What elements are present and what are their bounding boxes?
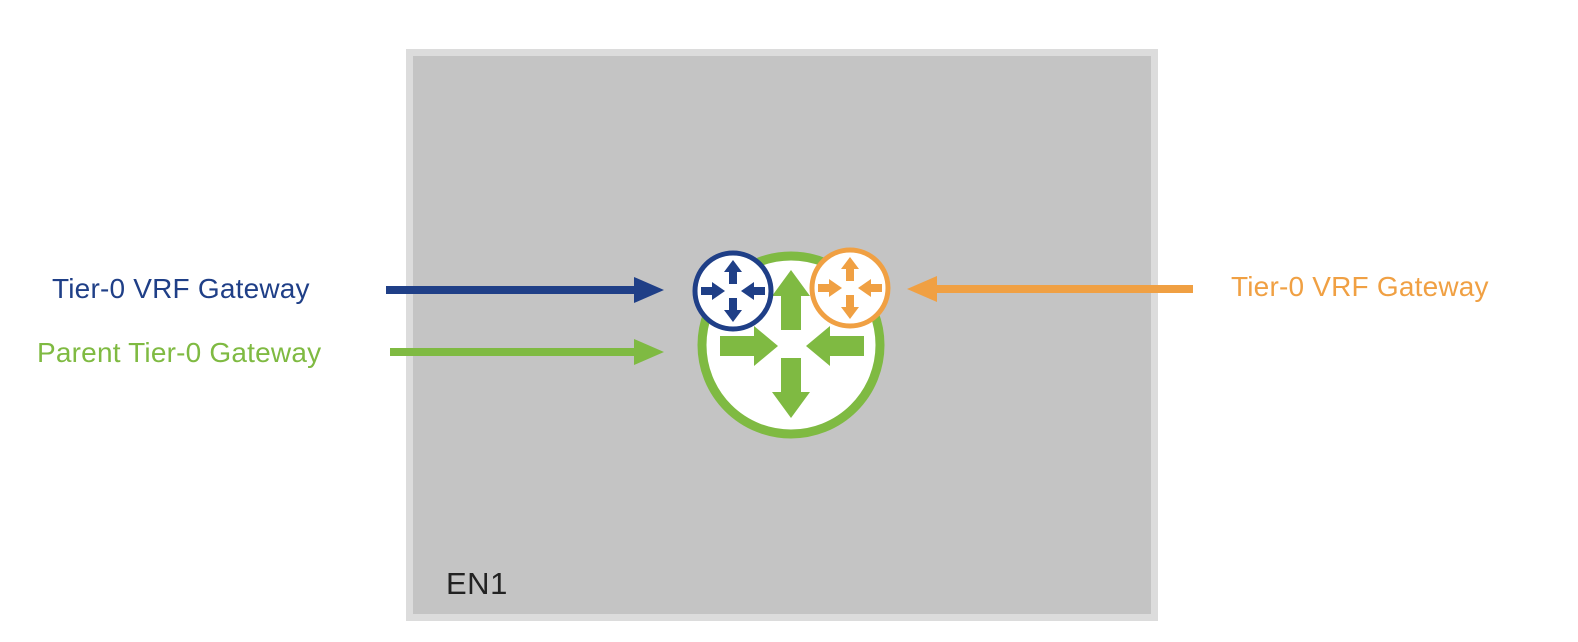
blue-arrow xyxy=(386,277,664,303)
tier0-vrf-gateway-blue-label: Tier-0 VRF Gateway xyxy=(52,273,310,304)
green-arrow xyxy=(390,339,664,365)
edge-node-label: EN1 xyxy=(446,566,508,601)
orange-vrf-router-icon xyxy=(809,247,891,329)
parent-tier0-gateway-label: Parent Tier-0 Gateway xyxy=(37,337,322,368)
tier0-vrf-gateway-orange-label: Tier-0 VRF Gateway xyxy=(1231,271,1489,302)
blue-vrf-router-icon xyxy=(692,250,774,332)
orange-arrow xyxy=(907,276,1193,302)
